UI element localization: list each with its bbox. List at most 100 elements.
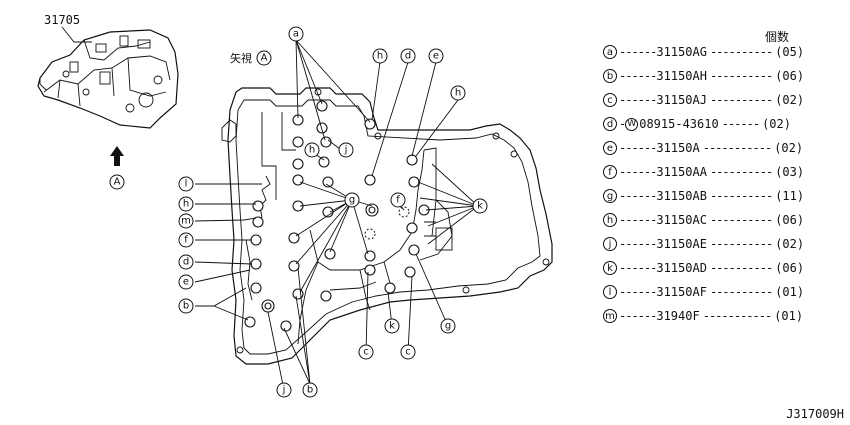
- legend-part-number: 31150AC: [656, 213, 707, 227]
- svg-text:g: g: [349, 195, 355, 206]
- legend-quantity: (02): [775, 237, 805, 251]
- legend-letter: a: [603, 45, 617, 59]
- legend-letter: k: [603, 261, 617, 275]
- svg-text:b: b: [307, 385, 313, 396]
- leader-dash: ------: [619, 285, 657, 299]
- leader-dash: ----------: [709, 189, 773, 203]
- svg-text:k: k: [389, 321, 395, 332]
- callout-j-bottom: j: [276, 382, 292, 398]
- legend-letter: f: [603, 165, 617, 179]
- leader-dash: ------: [619, 45, 657, 59]
- svg-text:j: j: [344, 145, 348, 156]
- legend-part-number: 31150AE: [656, 237, 707, 251]
- view-label-text: 矢視: [230, 51, 252, 65]
- leader-dash: ----------: [709, 285, 773, 299]
- legend-quantity: (05): [775, 45, 805, 59]
- callout-h-mid: h: [304, 142, 320, 158]
- callout-h-right: h: [450, 85, 466, 101]
- callout-b-left: b: [178, 298, 194, 314]
- legend-letter: m: [603, 309, 617, 323]
- legend-row: l------31150AF----------(01): [603, 282, 804, 302]
- legend-letter: g: [603, 189, 617, 203]
- callout-h-top: h: [372, 48, 388, 64]
- callout-e-top: e: [428, 48, 444, 64]
- callout-b-bottom: b: [302, 382, 318, 398]
- quantity-header: 個数: [765, 30, 790, 44]
- leader-dash: ------: [619, 69, 657, 83]
- svg-text:h: h: [455, 88, 461, 99]
- callout-a: a: [288, 26, 304, 42]
- callout-d-left: d: [178, 254, 194, 270]
- callout-bubbles: a h d e h h j g f k l h m f d e b j b c …: [178, 26, 488, 398]
- view-label-letter: A: [261, 53, 268, 64]
- leader-lines: [194, 39, 479, 391]
- legend-letter: j: [603, 237, 617, 251]
- legend-letter: d: [603, 117, 617, 131]
- svg-text:m: m: [181, 216, 191, 227]
- assembly-part-number: 31705: [44, 13, 80, 27]
- svg-text:b: b: [183, 301, 189, 312]
- callout-g-center: g: [344, 192, 360, 208]
- legend-part-number: 31150A: [656, 141, 700, 155]
- callout-e-left: e: [178, 274, 194, 290]
- svg-text:h: h: [183, 199, 189, 210]
- svg-text:f: f: [396, 195, 400, 206]
- legend-row: k------31150AD----------(06): [603, 258, 804, 278]
- legend-part-number: 31150AH: [656, 69, 707, 83]
- legend-letter: l: [603, 285, 617, 299]
- washer-mark: W: [625, 117, 639, 131]
- leader-dash: ------: [619, 261, 657, 275]
- legend-part-number: 31150AB: [656, 189, 707, 203]
- legend-part-number: 31150AG: [656, 45, 707, 59]
- leader-dash: ------: [619, 189, 657, 203]
- svg-text:g: g: [445, 321, 451, 332]
- legend-quantity: (11): [775, 189, 805, 203]
- svg-text:f: f: [184, 235, 188, 246]
- callout-k: k: [472, 198, 488, 214]
- callout-m-left: m: [178, 213, 194, 229]
- legend-quantity: (03): [775, 165, 805, 179]
- legend-part-number: 08915-43610: [639, 117, 719, 131]
- legend-row: a------31150AG----------(05): [603, 42, 804, 62]
- leader-dash: ----------: [709, 261, 773, 275]
- svg-text:c: c: [405, 347, 411, 358]
- view-label: 矢視 A: [230, 50, 272, 66]
- leader-dash: ------: [619, 309, 657, 323]
- leader-dash: ----------: [709, 69, 773, 83]
- legend-quantity: (06): [775, 261, 805, 275]
- legend-row: h------31150AC----------(06): [603, 210, 804, 230]
- valve-body-plate: [221, 87, 553, 365]
- callout-c-bottom-2: c: [400, 344, 416, 360]
- callout-f-center: f: [390, 192, 406, 208]
- leader-dash: ------: [619, 165, 657, 179]
- legend-letter: e: [603, 141, 617, 155]
- svg-text:c: c: [363, 347, 369, 358]
- legend-row: j------31150AE----------(02): [603, 234, 804, 254]
- callout-k-bottom: k: [384, 318, 400, 334]
- legend-quantity: (02): [775, 93, 805, 107]
- legend-part-number: 31150AF: [656, 285, 707, 299]
- leader-dash: ----------: [709, 213, 773, 227]
- legend-part-number: 31150AD: [656, 261, 707, 275]
- legend-quantity: (02): [774, 141, 804, 155]
- callout-h-left: h: [178, 196, 194, 212]
- leader-dash: ----------: [709, 237, 773, 251]
- legend-row: f------31150AA----------(03): [603, 162, 804, 182]
- leader-dash: ----------: [709, 165, 773, 179]
- leader-dash: ------: [721, 117, 760, 131]
- legend-quantity: (01): [775, 285, 805, 299]
- svg-text:d: d: [183, 257, 189, 268]
- legend-row: b------31150AH----------(06): [603, 66, 804, 86]
- legend-letter: h: [603, 213, 617, 227]
- legend-part-number: 31150AA: [656, 165, 707, 179]
- svg-text:d: d: [405, 51, 411, 62]
- legend-quantity: (01): [774, 309, 804, 323]
- legend-letter: c: [603, 93, 617, 107]
- callout-j-top: j: [338, 142, 354, 158]
- leader-dash: -----------: [702, 141, 772, 155]
- leader-dash: -----------: [702, 309, 772, 323]
- svg-text:h: h: [309, 145, 315, 156]
- legend-part-number: 31940F: [656, 309, 700, 323]
